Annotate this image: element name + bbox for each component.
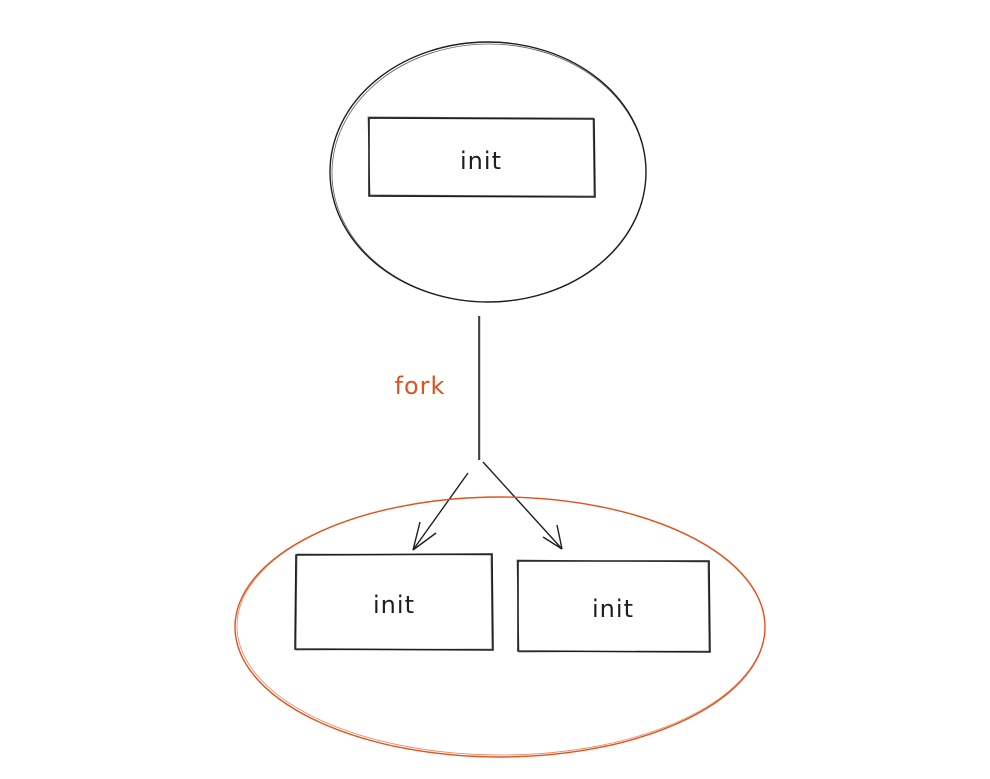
children-process-ellipse	[234, 496, 766, 758]
fork-connector	[478, 316, 481, 460]
arrow-right-icon	[482, 461, 563, 550]
parent-init-label: init	[460, 147, 502, 175]
child-init-box-2[interactable]	[516, 559, 711, 653]
parent-init-box[interactable]	[367, 116, 596, 198]
arrow-left-icon	[412, 472, 469, 551]
child-init-box-1[interactable]	[294, 553, 494, 651]
fork-label: fork	[394, 372, 446, 400]
child-init-label-1: init	[373, 591, 415, 619]
child-init-label-2: init	[592, 595, 634, 623]
parent-process-circle	[329, 41, 647, 303]
